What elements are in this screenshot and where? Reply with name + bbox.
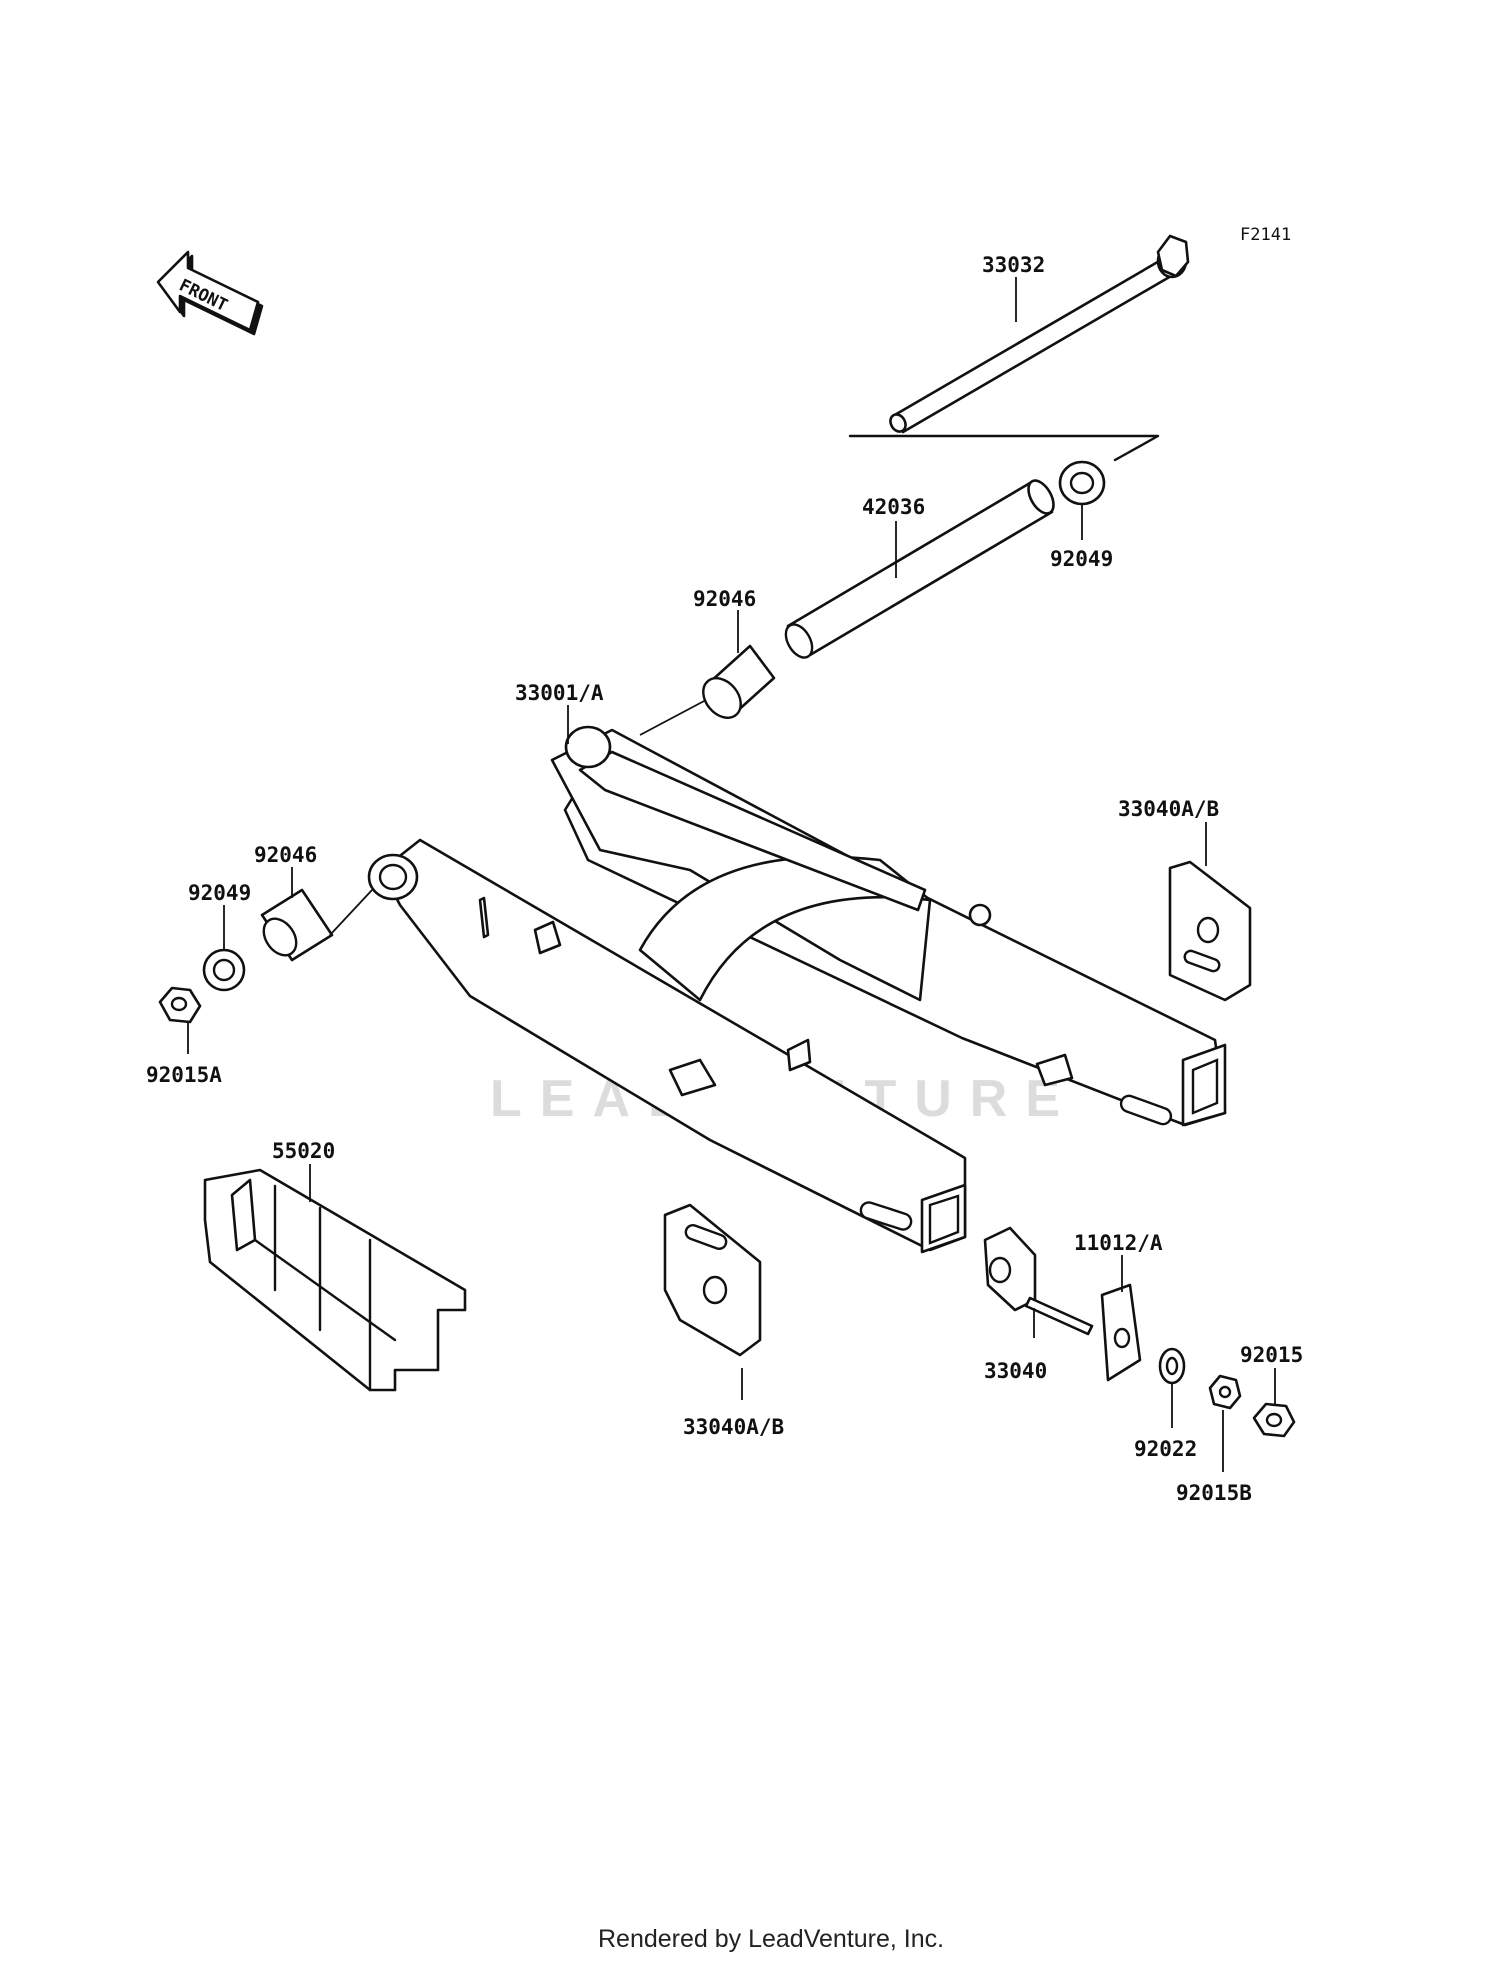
label-92015a: 92015A [146, 1063, 222, 1087]
label-33040ab-right: 33040A/B [1118, 797, 1219, 821]
collar-92049-upper [1058, 460, 1106, 506]
label-92046-upper: 92046 [693, 587, 756, 611]
label-55020: 55020 [272, 1139, 335, 1163]
bearing-92046-left [260, 888, 334, 962]
adjuster-plate-33040ab-right [1168, 860, 1252, 1002]
front-arrow-icon: FRONT [156, 250, 264, 336]
chain-guide-55020 [203, 1168, 467, 1392]
bracket-line [848, 434, 1160, 462]
washer-92022 [1158, 1347, 1186, 1385]
label-92049-upper: 92049 [1050, 547, 1113, 571]
swingarm-33001 [367, 725, 1227, 1254]
figure-id: F2141 [1240, 225, 1291, 245]
label-33032: 33032 [982, 253, 1045, 277]
plate-11012 [1100, 1283, 1142, 1382]
label-33040: 33040 [984, 1359, 1047, 1383]
sleeve-42036 [784, 479, 1055, 659]
nut-92015a [158, 986, 202, 1024]
label-11012: 11012/A [1074, 1231, 1163, 1255]
leader-axis-upper [639, 699, 707, 736]
label-92015: 92015 [1240, 1343, 1303, 1367]
leader-lines [187, 277, 1276, 1472]
label-33040ab-lower: 33040A/B [683, 1415, 784, 1439]
footer-credit: Rendered by LeadVenture, Inc. [598, 1925, 944, 1953]
label-92049-left: 92049 [188, 881, 251, 905]
bearing-92046-upper [702, 644, 776, 719]
pivot-shaft-33032 [889, 234, 1190, 434]
chain-adjuster-33040 [983, 1226, 1094, 1336]
label-33001: 33001/A [515, 681, 604, 705]
leader-axis-left [329, 889, 373, 936]
nut-92015 [1252, 1402, 1296, 1438]
adjuster-plate-33040ab-lower [663, 1203, 762, 1357]
nut-92015b [1208, 1374, 1242, 1410]
label-92022: 92022 [1134, 1437, 1197, 1461]
label-92015b: 92015B [1176, 1481, 1252, 1505]
collar-92049-left [202, 948, 246, 992]
label-92046-left: 92046 [254, 843, 317, 867]
label-42036: 42036 [862, 495, 925, 519]
